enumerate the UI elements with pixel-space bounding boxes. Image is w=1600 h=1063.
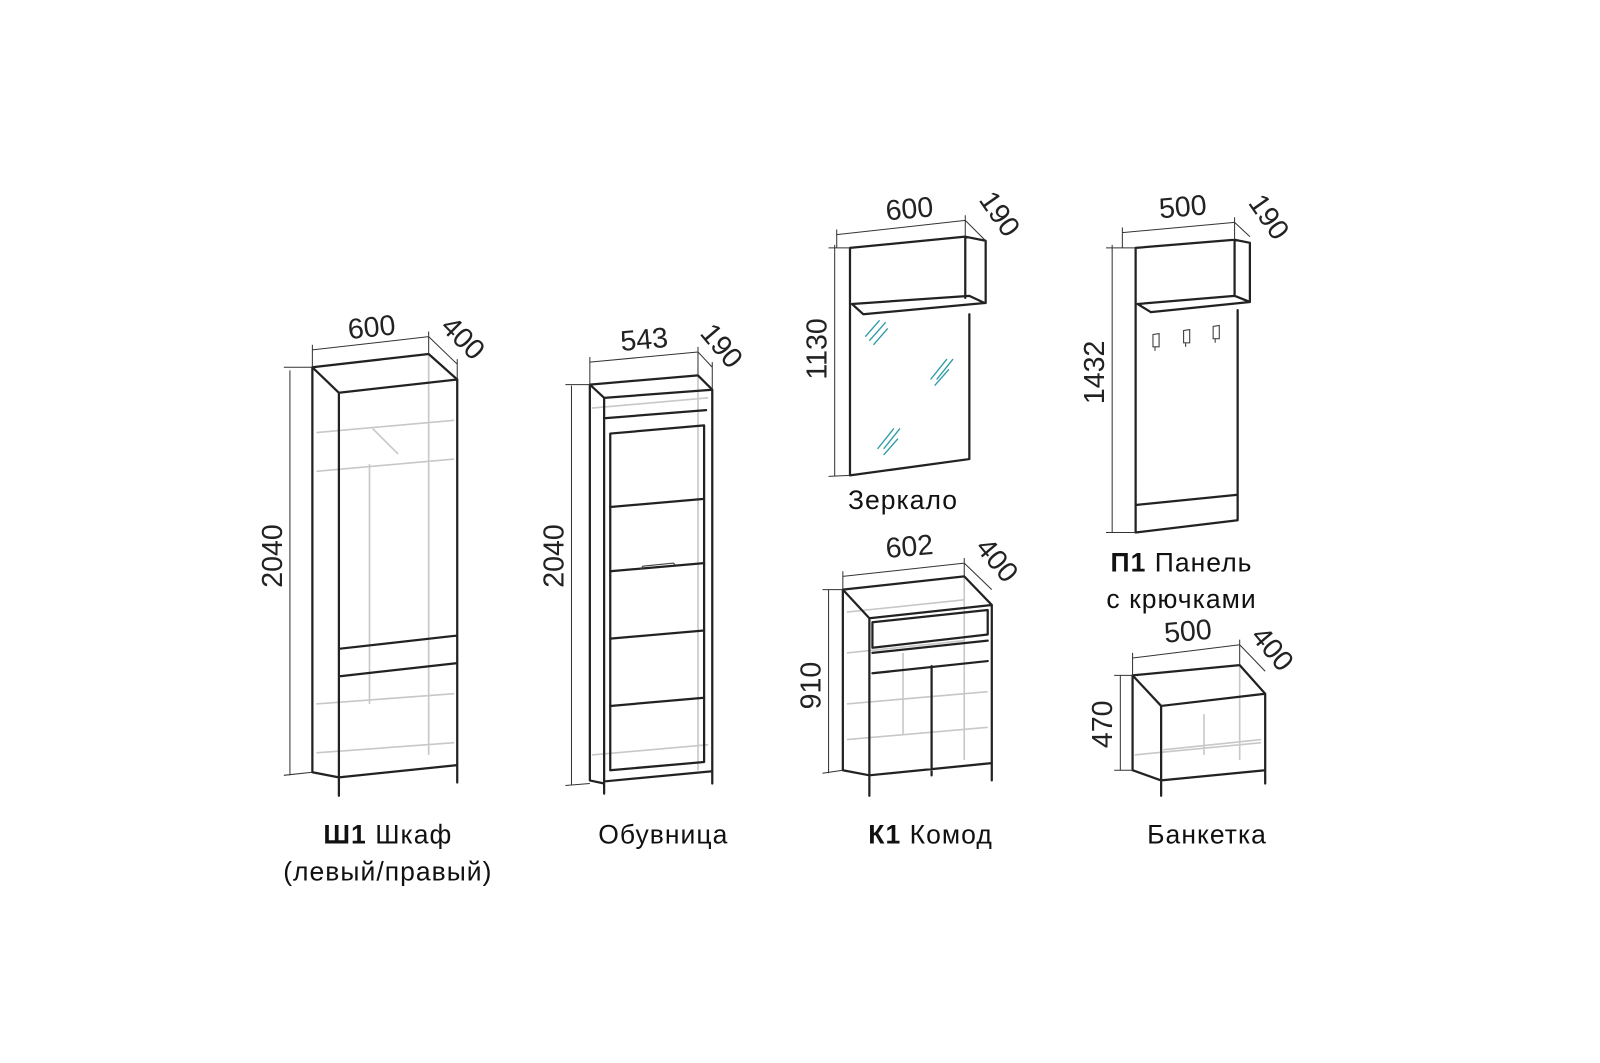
dresser-dimension-lines xyxy=(822,558,993,774)
hook-panel-dimension-lines xyxy=(1106,217,1251,534)
shoe-cabinet-drawing: 2040 543 190 Обувница xyxy=(538,318,748,850)
bench-height: 470 xyxy=(1087,700,1119,748)
shoe-cabinet-depth: 190 xyxy=(694,318,749,375)
bench-dimension-lines xyxy=(1114,639,1266,771)
wardrobe-outline xyxy=(311,352,459,797)
wardrobe-drawing: 2040 600 400 Ш1 Шкаф (левый/правый) xyxy=(257,309,492,886)
shoe-cabinet-handle xyxy=(640,562,676,570)
shoe-cabinet-label: Обувница xyxy=(598,820,728,850)
dresser-outline xyxy=(841,575,993,797)
dresser-label: К1 Комод xyxy=(868,820,993,850)
mirror-outline xyxy=(848,235,987,477)
hooks-icon xyxy=(1152,324,1220,351)
hook-panel-outline xyxy=(1134,238,1252,534)
hook-panel-depth: 190 xyxy=(1242,189,1296,246)
wardrobe-label: Ш1 Шкаф xyxy=(323,820,452,850)
hook-panel-label: П1 Панель xyxy=(1111,547,1253,577)
hook-panel-width: 500 xyxy=(1158,189,1208,225)
mirror-depth: 190 xyxy=(972,185,1026,242)
mirror-width: 600 xyxy=(884,191,934,227)
wardrobe-width: 600 xyxy=(346,309,397,346)
shoe-cabinet-outline xyxy=(588,374,714,795)
shoe-cabinet-flaps xyxy=(609,497,706,708)
mirror-glass-reflection-icon xyxy=(864,319,954,456)
wardrobe-dimension-lines xyxy=(283,331,458,776)
wardrobe-note: (левый/правый) xyxy=(283,856,492,886)
hook-panel-drawing: 1432 500 190 П1 Панель с крючками xyxy=(1079,189,1295,614)
hook-panel-label-line2: с крючками xyxy=(1106,584,1256,614)
dresser-drawing: 910 602 400 К1 Комод xyxy=(795,529,1024,850)
hook-panel-height: 1432 xyxy=(1079,341,1111,405)
dresser-hidden-lines xyxy=(846,576,988,761)
bench-width: 500 xyxy=(1163,614,1213,650)
mirror-dimension-lines xyxy=(828,215,987,477)
bench-hidden-lines xyxy=(1134,665,1262,761)
wardrobe-depth: 400 xyxy=(434,310,490,366)
mirror-drawing: 1130 600 190 Зеркало xyxy=(802,185,1026,515)
mirror-label: Зеркало xyxy=(848,485,958,515)
bench-label: Банкетка xyxy=(1147,820,1267,850)
bench-drawing: 470 500 400 Банкетка xyxy=(1087,614,1299,850)
shoe-cabinet-height: 2040 xyxy=(538,524,570,588)
bench-outline xyxy=(1131,664,1267,797)
bench-depth: 400 xyxy=(1245,621,1300,678)
dresser-width: 602 xyxy=(884,529,934,565)
wardrobe-hidden-lines xyxy=(316,353,455,755)
dresser-height: 910 xyxy=(795,662,827,710)
shoe-cabinet-dimension-lines xyxy=(565,346,713,787)
dresser-depth: 400 xyxy=(969,532,1024,589)
mirror-height: 1130 xyxy=(802,318,834,379)
shoe-cabinet-width: 543 xyxy=(619,322,669,358)
wardrobe-height: 2040 xyxy=(257,524,289,588)
